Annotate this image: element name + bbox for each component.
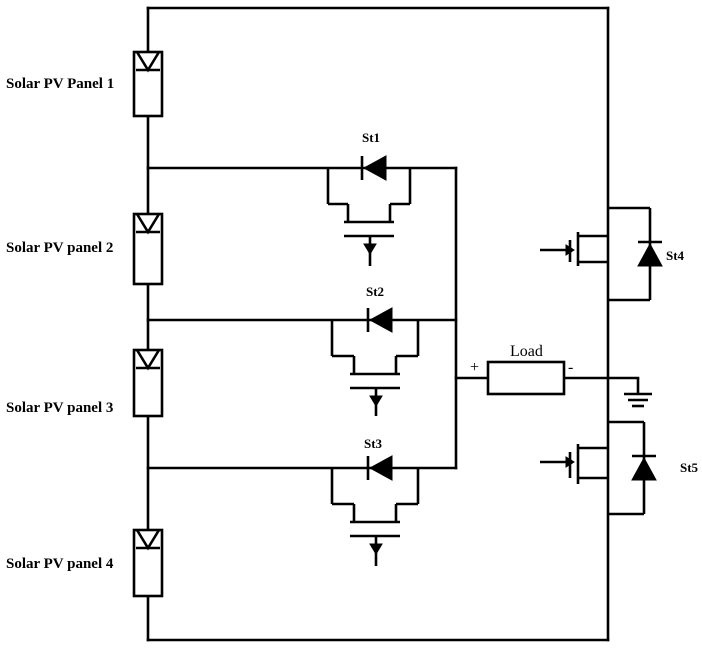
solar-panel-3 — [132, 348, 164, 418]
main-wiring — [146, 6, 640, 642]
load-resistor — [486, 360, 566, 396]
solar-panel-1 — [132, 50, 164, 118]
solar-panel-4 — [132, 528, 164, 598]
switch-st1 — [146, 155, 458, 266]
switch-st5 — [540, 420, 657, 516]
ground-symbol — [624, 378, 652, 408]
solar-panel-2 — [132, 212, 164, 286]
switch-st1-label: St1 — [362, 130, 380, 145]
panel-4-label: Solar PV panel 4 — [6, 556, 114, 572]
switch-st4 — [540, 206, 663, 302]
panel-1-label: Solar PV Panel 1 — [6, 76, 114, 92]
switch-st2 — [146, 307, 458, 416]
switch-st4-label: St4 — [666, 248, 685, 263]
switch-st5-label: St5 — [680, 460, 699, 475]
load-minus-label: - — [568, 359, 573, 376]
switch-st3-label: St3 — [364, 436, 383, 451]
panel-3-label: Solar PV panel 3 — [6, 400, 113, 416]
panel-2-label: Solar PV panel 2 — [6, 240, 113, 256]
load-label: Load — [510, 343, 543, 360]
load-plus-label: + — [470, 359, 479, 376]
switch-st3 — [146, 455, 458, 566]
switch-st2-label: St2 — [366, 284, 384, 299]
